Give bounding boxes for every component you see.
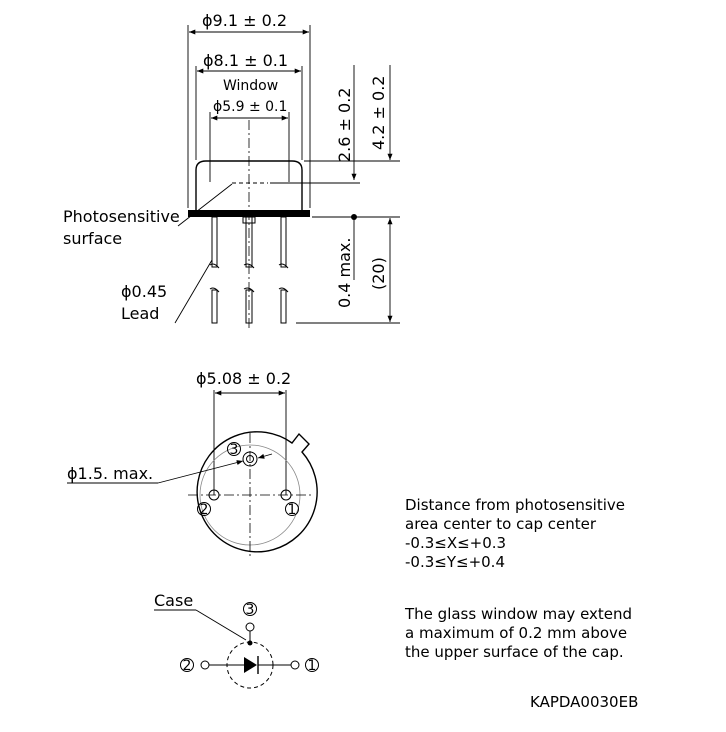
dim-outer-diameter: ϕ9.1 ± 0.2: [202, 11, 287, 30]
schematic-pin3-number: 3: [246, 602, 255, 618]
leads: [209, 216, 289, 324]
note-glass-line: a maximum of 0.2 mm above: [405, 624, 628, 642]
bottom-view: ϕ5.08 ± 0.2 3 2 1 ϕ1.5. max.: [67, 369, 318, 557]
schematic-pin2-terminal: [200, 660, 210, 670]
schematic: Case 3 2 1: [154, 591, 319, 689]
schematic-pin1-terminal: [290, 660, 300, 670]
schematic-pin3-terminal: [245, 622, 255, 632]
dim-lead-length: (20): [369, 257, 388, 290]
side-view: ϕ9.1 ± 0.2 ϕ8.1 ± 0.1 Window ϕ5.9 ± 0.1 …: [63, 11, 400, 330]
bottom-pin2-number: 2: [200, 502, 209, 518]
dim-pin-pitch: ϕ5.08 ± 0.2: [196, 369, 291, 388]
note-distance-line: -0.3≤Y≤+0.4: [405, 553, 505, 571]
schematic-pin2-number: 2: [183, 658, 192, 674]
photosensitive-label-line1: Photosensitive: [63, 207, 180, 226]
photodiode-symbol: [244, 657, 257, 673]
lead-diameter-label: ϕ0.45: [121, 282, 167, 301]
window-label: Window: [223, 78, 278, 94]
note-glass-line: The glass window may extend: [405, 605, 633, 623]
pin-hole-2: [208, 489, 220, 501]
lead-label: Lead: [121, 304, 159, 323]
note-glass-window: The glass window may extend a maximum of…: [405, 605, 632, 662]
bottom-pin3-number: 3: [230, 442, 239, 458]
case-label: Case: [154, 591, 193, 610]
base-outline: [196, 431, 318, 553]
pin-hole-1: [280, 489, 292, 501]
dim-total-height: 4.2 ± 0.2: [369, 76, 388, 150]
note-distance-line: area center to cap center: [405, 515, 597, 533]
dim-pin3-diameter: ϕ1.5. max.: [67, 464, 153, 483]
note-distance-line: -0.3≤X≤+0.3: [405, 534, 507, 552]
dim-window-diameter: ϕ5.9 ± 0.1: [213, 99, 287, 115]
note-distance: Distance from photosensitive area center…: [405, 496, 625, 572]
cap-outline: [195, 160, 303, 210]
schematic-pin1-number: 1: [308, 658, 317, 674]
note-glass-line: the upper surface of the cap.: [405, 643, 624, 661]
note-distance-line: Distance from photosensitive: [405, 496, 625, 514]
dim-cap-diameter: ϕ8.1 ± 0.1: [203, 51, 288, 70]
drawing-code: KAPDA0030EB: [530, 693, 639, 711]
photosensitive-label-line2: surface: [63, 229, 122, 248]
bottom-pin1-number: 1: [288, 502, 297, 518]
dim-cap-height: 2.6 ± 0.2: [335, 88, 354, 162]
dim-gap-max: 0.4 max.: [335, 238, 354, 308]
pin-hole-3: [242, 451, 258, 467]
